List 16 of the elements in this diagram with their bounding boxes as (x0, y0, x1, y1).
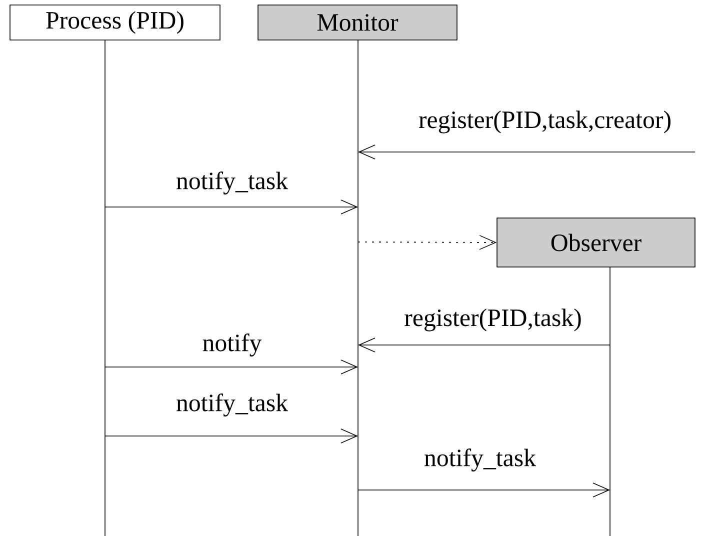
message-label: register(PID,task,creator) (418, 110, 670, 134)
message-label: notify_task (176, 394, 288, 416)
message-arrow (358, 235, 497, 250)
message-label: notify_task (176, 172, 288, 194)
message-arrow (104, 200, 358, 214)
message-label: notify (202, 334, 262, 356)
message-arrow (104, 360, 358, 374)
participant-box: Process (PID) (10, 4, 220, 40)
message-arrow (358, 482, 610, 498)
participant-box: Observer (496, 218, 696, 268)
participant-box: Monitor (258, 4, 458, 40)
message-arrow (104, 428, 358, 444)
message-label: register(PID,task) (404, 308, 581, 332)
message-arrow (358, 144, 696, 160)
message-label: notify_task (424, 448, 536, 472)
message-arrow (358, 338, 610, 352)
